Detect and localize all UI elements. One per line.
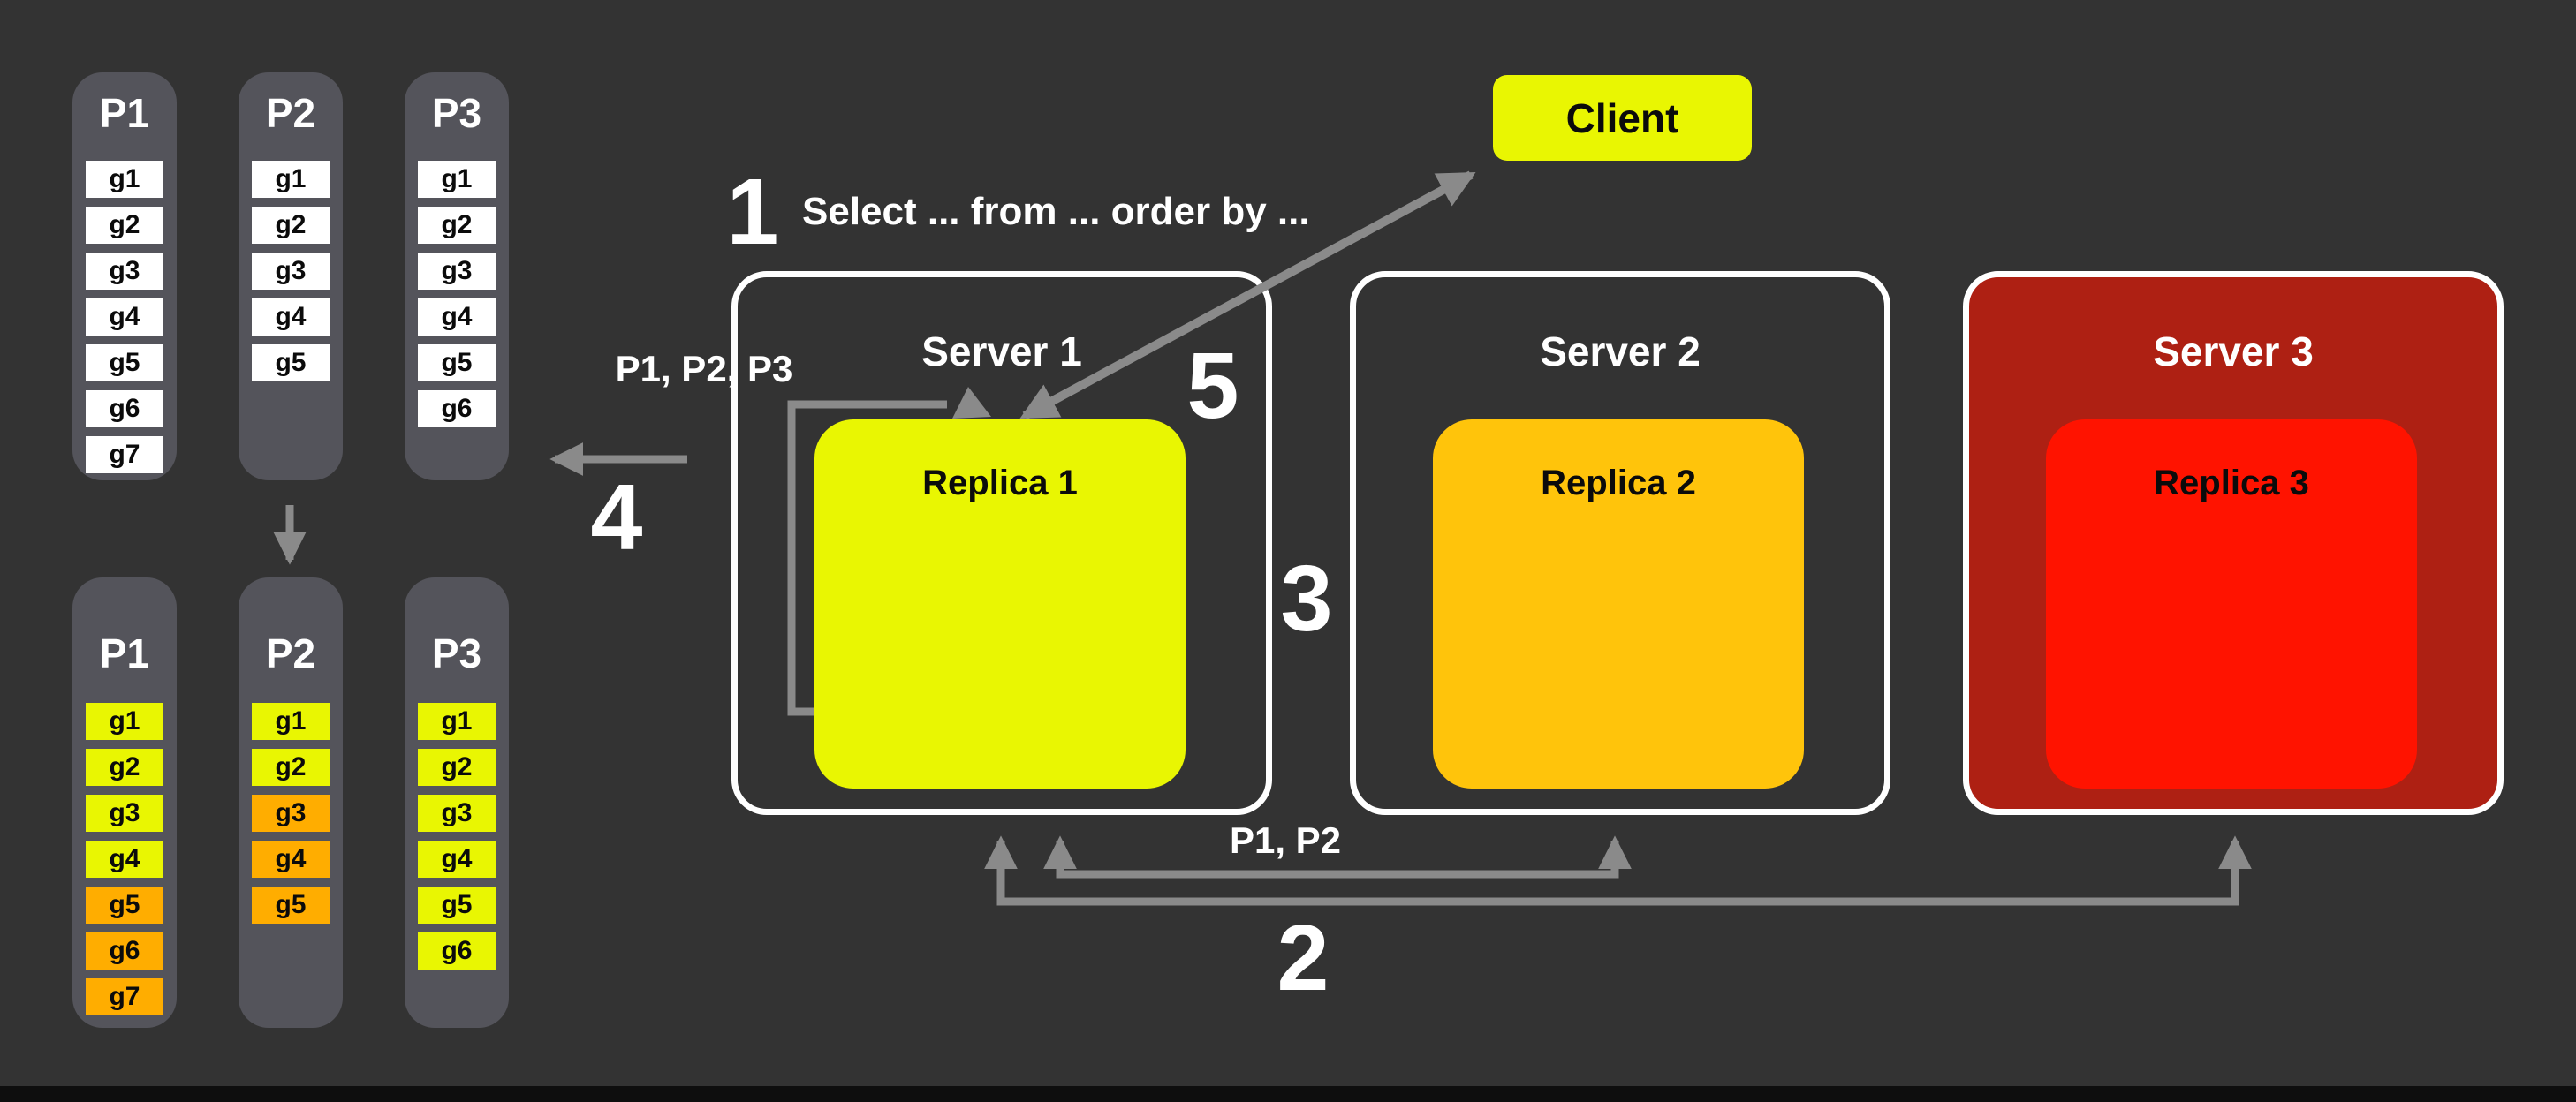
- group-box-before-p1-g3: g3: [86, 253, 163, 290]
- group-box-after-p1-g5: g5: [86, 887, 163, 924]
- partitions-sent-label: P1, P2, P3: [615, 348, 793, 389]
- group-box-before-p1-g1: g1: [86, 161, 163, 198]
- group-box-before-p1-g2: g2: [86, 207, 163, 244]
- group-box-before-p2-g5: g5: [252, 344, 330, 381]
- group-box-before-p1-g7: g7: [86, 436, 163, 473]
- group-box-after-p1-g1: g1: [86, 703, 163, 740]
- server-2: Server 2 Replica 2: [1350, 271, 1890, 815]
- partition-label: P2: [265, 90, 316, 136]
- group-box-after-p2-g4: g4: [252, 841, 330, 878]
- replica-1-label: Replica 1: [922, 464, 1078, 502]
- group-box-before-p3-g3: g3: [418, 253, 496, 290]
- step-4-number: 4: [590, 465, 643, 570]
- group-box-before-p1-g5: g5: [86, 344, 163, 381]
- group-box-after-p3-g2: g2: [418, 749, 496, 786]
- server-3-title: Server 3: [2153, 328, 2314, 374]
- group-box-before-p2-g2: g2: [252, 207, 330, 244]
- group-box-after-p3-g6: g6: [418, 932, 496, 970]
- query-text: Select ... from ... order by ...: [802, 190, 1310, 233]
- partition-before-p3: P3 g1 g2 g3 g4 g5 g6: [405, 72, 509, 480]
- server-2-title: Server 2: [1540, 328, 1701, 374]
- group-box-before-p3-g5: g5: [418, 344, 496, 381]
- group-box-after-p1-g3: g3: [86, 795, 163, 832]
- group-box-after-p2-g3: g3: [252, 795, 330, 832]
- client-node: Client: [1493, 75, 1752, 161]
- step-1-number: 1: [726, 160, 779, 264]
- group-box-before-p3-g6: g6: [418, 390, 496, 427]
- group-box-after-p2-g1: g1: [252, 703, 330, 740]
- group-box-before-p2-g1: g1: [252, 161, 330, 198]
- partition-label: P2: [265, 630, 316, 676]
- server-3: Server 3 Replica 3: [1963, 271, 2504, 815]
- group-box-before-p3-g1: g1: [418, 161, 496, 198]
- partition-after-p3: P3 g1 g2 g3 g4 g5 g6: [405, 577, 509, 1028]
- partition-label: P1: [99, 630, 150, 676]
- group-box-after-p3-g1: g1: [418, 703, 496, 740]
- replica-2-label: Replica 2: [1541, 464, 1696, 502]
- step-2-number: 2: [1277, 906, 1330, 1010]
- partitions-returned-label: P1, P2: [1229, 819, 1342, 861]
- partition-label: P3: [431, 90, 482, 136]
- replica-3-node: Replica 3: [2046, 419, 2417, 789]
- group-box-after-p1-g4: g4: [86, 841, 163, 878]
- group-box-after-p2-g2: g2: [252, 749, 330, 786]
- group-box-before-p2-g3: g3: [252, 253, 330, 290]
- bottom-strip: [0, 1086, 2576, 1102]
- group-box-after-p1-g6: g6: [86, 932, 163, 970]
- group-box-before-p1-g4: g4: [86, 298, 163, 336]
- replica-3-label: Replica 3: [2154, 464, 2309, 502]
- partition-after-p2: P2 g1 g2 g3 g4 g5: [239, 577, 343, 1028]
- group-box-before-p1-g6: g6: [86, 390, 163, 427]
- replica-2-node: Replica 2: [1433, 419, 1804, 789]
- partition-before-p1: P1 g1 g2 g3 g4 g5 g6 g7: [72, 72, 177, 480]
- group-box-after-p3-g5: g5: [418, 887, 496, 924]
- group-box-after-p3-g3: g3: [418, 795, 496, 832]
- partition-label: P1: [99, 90, 150, 136]
- group-box-after-p3-g4: g4: [418, 841, 496, 878]
- partition-before-p2: P2 g1 g2 g3 g4 g5: [239, 72, 343, 480]
- partition-label: P3: [431, 630, 482, 676]
- group-box-before-p3-g2: g2: [418, 207, 496, 244]
- step-2-outer-bracket-arrow: [984, 835, 2252, 906]
- replica-1-node: Replica 1: [814, 419, 1186, 789]
- group-box-before-p3-g4: g4: [418, 298, 496, 336]
- group-box-after-p2-g5: g5: [252, 887, 330, 924]
- step-5-number: 5: [1186, 334, 1239, 438]
- group-box-after-p1-g7: g7: [86, 978, 163, 1015]
- group-box-after-p1-g2: g2: [86, 749, 163, 786]
- group-box-before-p2-g4: g4: [252, 298, 330, 336]
- step-3-number: 3: [1280, 547, 1333, 651]
- partition-after-p1: P1 g1 g2 g3 g4 g5 g6 g7: [72, 577, 177, 1028]
